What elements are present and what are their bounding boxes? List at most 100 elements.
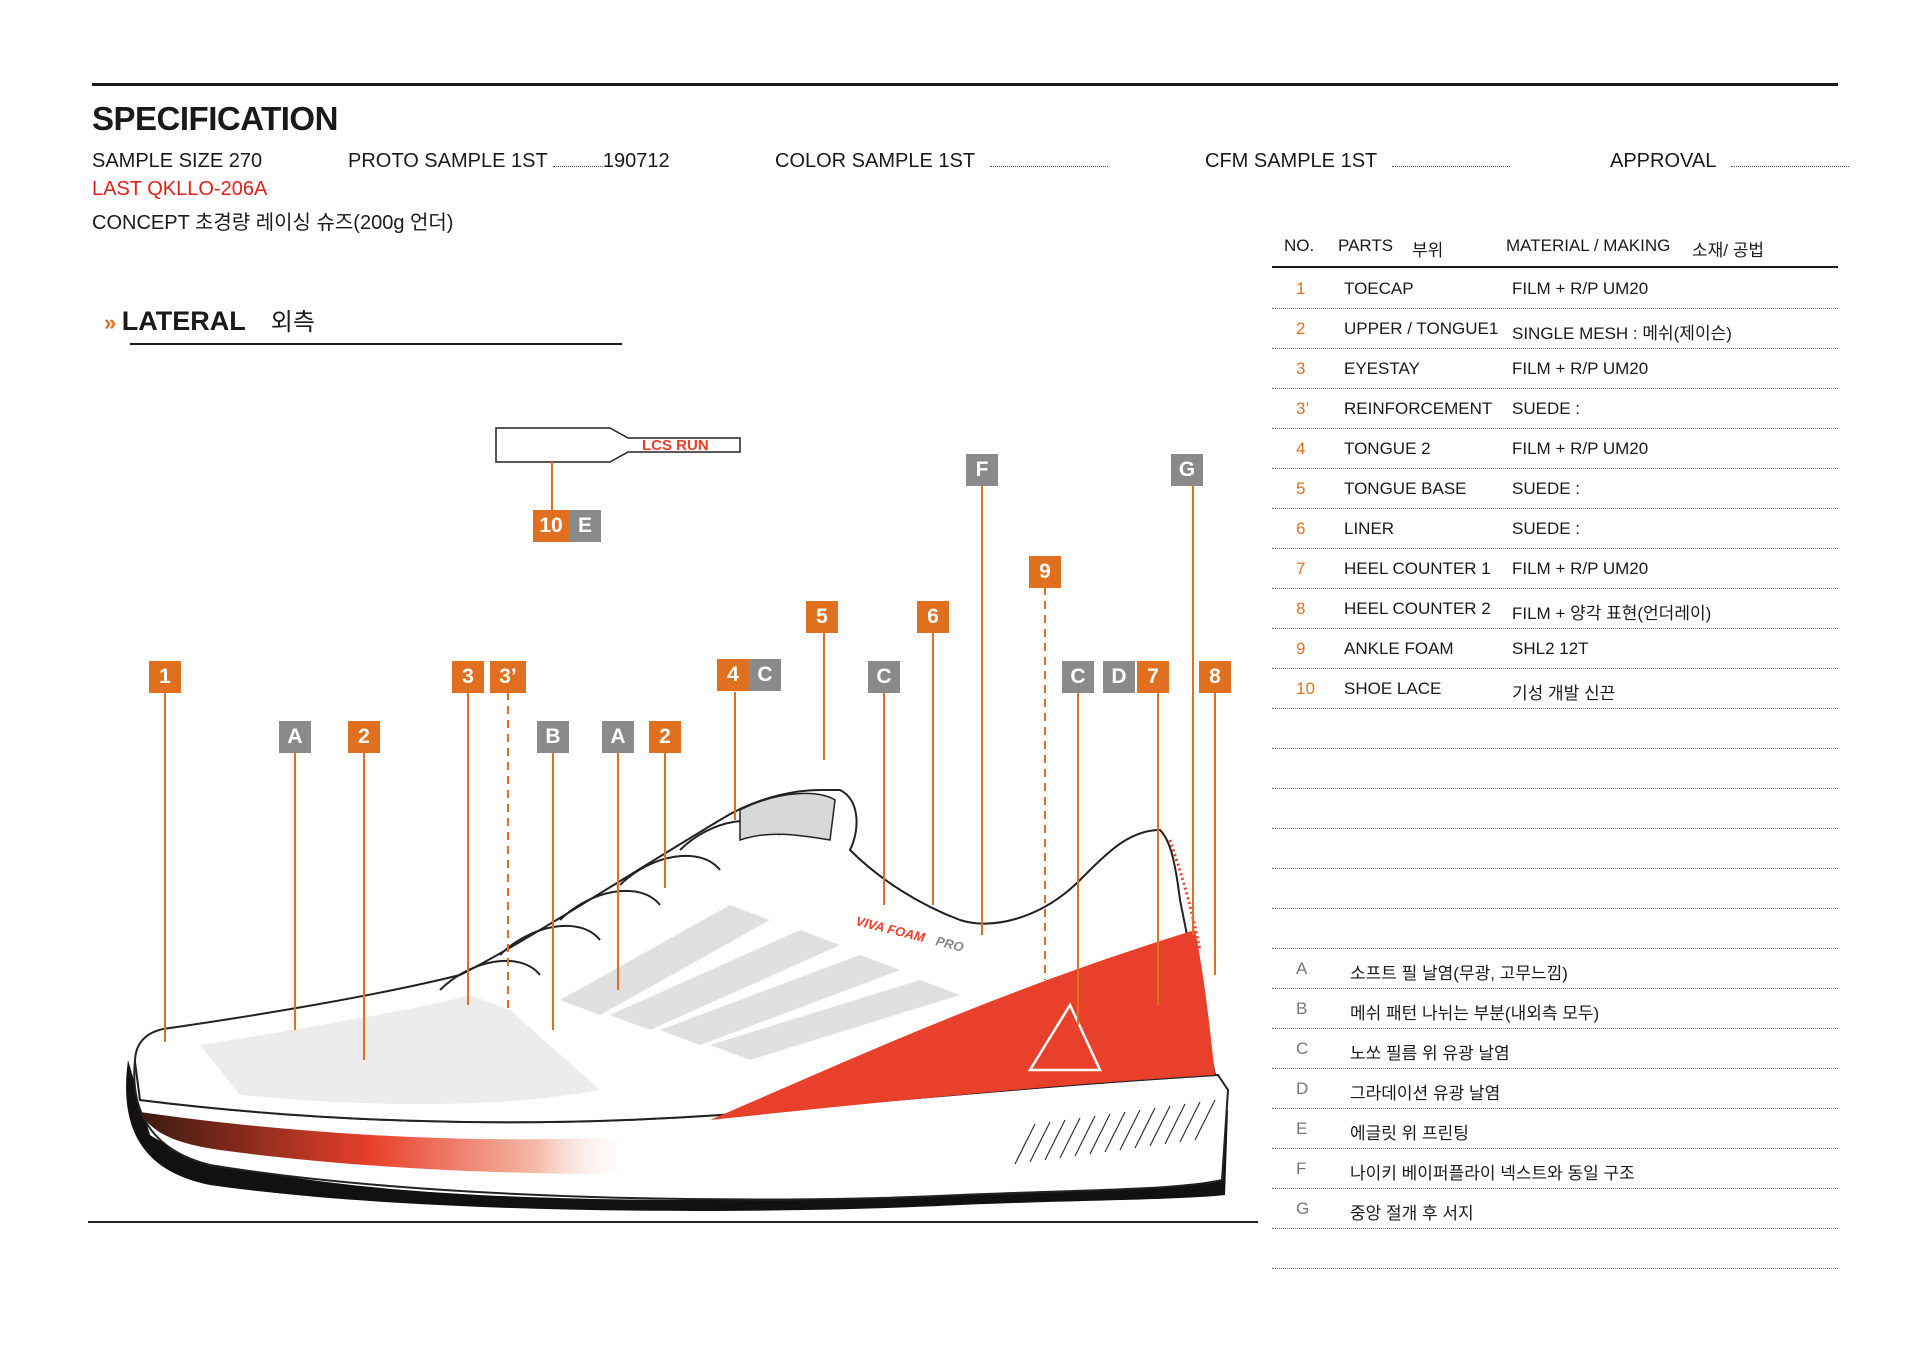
legend-key: G	[1296, 1199, 1310, 1218]
row-material: SHL2 12T	[1512, 639, 1589, 658]
proto-date: 190712	[602, 150, 670, 172]
callout-2: 2	[348, 721, 380, 753]
heel-seam	[1168, 839, 1202, 951]
empty-row	[1272, 788, 1838, 829]
legend-row: G 중앙 절개 후 서지	[1272, 1188, 1838, 1229]
callout-e: E	[569, 510, 601, 542]
row-no: 3’	[1296, 399, 1310, 418]
proto-sample-label: PROTO SAMPLE 1ST	[348, 150, 548, 172]
callout-6: 6	[917, 601, 949, 633]
table-row: 3 EYESTAY FILM + R/P UM20	[1272, 348, 1838, 389]
approval: APPROVAL	[1610, 150, 1850, 173]
section-title: LATERAL	[121, 306, 246, 336]
section-rule	[130, 343, 622, 345]
color-dots	[990, 152, 1109, 167]
row-material: SUEDE :	[1512, 519, 1581, 538]
legend-key: C	[1296, 1039, 1309, 1058]
row-part: LINER	[1344, 519, 1395, 538]
row-part: ANKLE FOAM	[1344, 639, 1454, 658]
empty-row	[1272, 868, 1838, 909]
sample-size: SAMPLE SIZE 270	[92, 150, 263, 172]
tongue	[739, 792, 836, 842]
parts-table-header: NO. PARTS 부위 MATERIAL / MAKING 소재/ 공법	[1272, 232, 1838, 268]
row-no: 7	[1296, 559, 1306, 578]
callout-5: 5	[806, 601, 838, 633]
table-row: 9 ANKLE FOAM SHL2 12T	[1272, 628, 1838, 669]
heel-counter	[710, 930, 1215, 1120]
row-part: TONGUE BASE	[1344, 479, 1467, 498]
table-row: 1 TOECAP FILM + R/P UM20	[1272, 268, 1838, 309]
callout-a: A	[279, 721, 311, 753]
color-sample: COLOR SAMPLE 1ST	[775, 150, 1109, 173]
cfm-sample: CFM SAMPLE 1ST	[1205, 150, 1511, 173]
row-no: 1	[1296, 279, 1306, 298]
row-no: 2	[1296, 319, 1306, 338]
empty-row	[1272, 828, 1838, 869]
cfm-dots	[1392, 152, 1511, 167]
legend-row: A 소프트 필 날염(무광, 고무느낌)	[1272, 948, 1838, 989]
brand-logo	[1027, 1002, 1102, 1072]
empty-row	[1272, 708, 1838, 749]
callout-4: 4	[717, 659, 749, 691]
laces	[439, 819, 781, 991]
row-no: 4	[1296, 439, 1306, 458]
row-part: SHOE LACE	[1344, 679, 1442, 698]
row-material: FILM + R/P UM20	[1512, 279, 1649, 298]
row-no: 5	[1296, 479, 1306, 498]
concept: CONCEPT 초경량 레이싱 슈즈(200g 언더)	[92, 212, 454, 234]
col-material: MATERIAL / MAKING	[1506, 236, 1671, 255]
page-title: SPECIFICATION	[92, 100, 338, 137]
empty-row	[1272, 1228, 1838, 1269]
sole-gradient	[140, 1112, 800, 1175]
row-part: EYESTAY	[1344, 359, 1420, 378]
col-material-ko: 소재/ 공법	[1692, 241, 1765, 260]
col-parts: PARTS	[1338, 236, 1394, 255]
legend-desc: 메쉬 패턴 나뉘는 부분(내외측 모두)	[1350, 1004, 1600, 1023]
empty-row	[1272, 748, 1838, 789]
mesh-area	[200, 995, 600, 1105]
outsole	[126, 1060, 1229, 1211]
legend-row: B 메쉬 패턴 나뉘는 부분(내외측 모두)	[1272, 988, 1838, 1029]
legend-row: C 노쏘 필름 위 유광 날염	[1272, 1028, 1838, 1069]
side-stripes	[560, 905, 960, 1060]
row-no: 3	[1296, 359, 1306, 378]
legend-key: B	[1296, 999, 1308, 1018]
row-part: REINFORCEMENT	[1344, 399, 1493, 418]
callout-2-b: 2	[649, 721, 681, 753]
legend-desc: 노쏘 필름 위 유광 날염	[1350, 1044, 1510, 1063]
row-material: FILM + R/P UM20	[1512, 359, 1649, 378]
callout-1: 1	[149, 661, 181, 693]
row-no: 9	[1296, 639, 1306, 658]
last-code: LAST QKLLO-206A	[92, 178, 268, 200]
callout-10: 10	[533, 510, 569, 542]
aglet-text: LCS RUN	[642, 437, 709, 454]
callout-8: 8	[1199, 661, 1231, 693]
callout-d: D	[1103, 661, 1135, 693]
top-rule	[92, 83, 1838, 86]
callout-c-2: C	[868, 661, 900, 693]
row-part: UPPER / TONGUE1	[1344, 319, 1499, 338]
row-no: 8	[1296, 599, 1306, 618]
callout-7: 7	[1137, 661, 1169, 693]
proto-dots	[552, 152, 603, 167]
approval-dots	[1731, 152, 1850, 167]
legend-key: A	[1296, 959, 1308, 978]
row-part: HEEL COUNTER 1	[1344, 559, 1491, 578]
legend-desc: 에글릿 위 프린팅	[1350, 1124, 1469, 1143]
row-no: 10	[1296, 679, 1315, 698]
col-no: NO.	[1284, 236, 1315, 255]
callout-3-prime: 3’	[490, 661, 526, 693]
legend-desc: 소프트 필 날염(무광, 고무느낌)	[1350, 964, 1568, 983]
legend-desc: 나이키 베이퍼플라이 넥스트와 동일 구조	[1350, 1164, 1635, 1183]
row-part: TOECAP	[1344, 279, 1414, 298]
legend-desc: 중앙 절개 후 서지	[1350, 1204, 1474, 1223]
midsole-hatch	[1014, 1099, 1216, 1165]
row-material: SUEDE :	[1512, 479, 1581, 498]
callout-3: 3	[452, 661, 484, 693]
